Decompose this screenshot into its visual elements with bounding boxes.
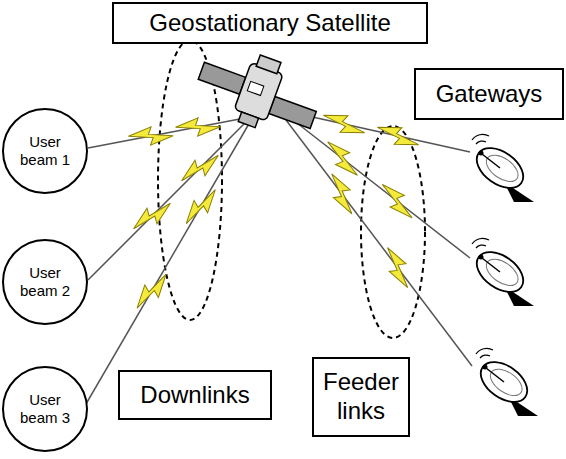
link-lines bbox=[86, 112, 472, 404]
lightning-bolt bbox=[374, 181, 420, 222]
lightning-bolt bbox=[175, 114, 222, 140]
node-label: User beam 3 bbox=[17, 391, 73, 427]
label-box: Gateways bbox=[414, 68, 564, 120]
lightning-bolts bbox=[128, 110, 422, 314]
node-label: Geostationary Satellite bbox=[149, 9, 390, 38]
label-box: Downlinks bbox=[118, 370, 272, 420]
lightning-bolt bbox=[320, 138, 366, 179]
lightning-bolt bbox=[178, 146, 222, 190]
label-box: Geostationary Satellite bbox=[112, 2, 428, 44]
node-label: User beam 2 bbox=[17, 264, 73, 300]
node-label: Feeder links bbox=[321, 368, 401, 426]
lightning-bolt bbox=[321, 171, 362, 217]
lightning-bolt bbox=[321, 110, 368, 137]
node-label: User beam 1 bbox=[17, 133, 73, 169]
beam-circle: User beam 3 bbox=[2, 366, 88, 452]
lightning-bolt bbox=[182, 183, 220, 230]
lightning-bolt bbox=[375, 122, 422, 149]
node-label: Gateways bbox=[436, 80, 543, 109]
lightning-bolt bbox=[128, 123, 175, 149]
dish-icon bbox=[474, 348, 538, 416]
beam-circle: User beam 1 bbox=[2, 108, 88, 194]
label-box: Feeder links bbox=[312, 357, 410, 437]
lightning-bolt bbox=[130, 194, 174, 238]
lightning-bolt bbox=[133, 268, 171, 315]
gateway-dishes bbox=[470, 134, 538, 416]
lightning-bolt bbox=[377, 245, 418, 291]
node-label: Downlinks bbox=[140, 381, 249, 410]
beam-circle: User beam 2 bbox=[2, 239, 88, 325]
dish-icon bbox=[470, 238, 534, 306]
satellite-icon bbox=[189, 38, 328, 146]
dish-icon bbox=[470, 134, 534, 202]
